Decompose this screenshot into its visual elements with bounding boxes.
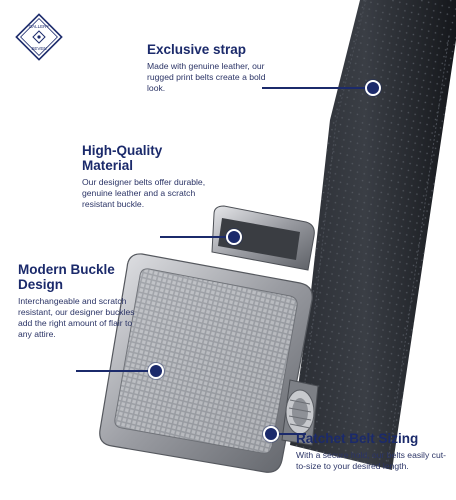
connector-line-material — [160, 236, 232, 238]
callout-dot-strap — [365, 80, 381, 96]
feature-description: Interchangeable and scratch resistant, o… — [18, 296, 135, 339]
brand-logo: GALLERY SEVEN — [15, 13, 63, 61]
ratchet-mechanism — [281, 379, 319, 446]
feature-title: Exclusive strap — [147, 42, 247, 57]
feature-description: Our designer belts offer durable, genuin… — [82, 177, 206, 209]
logo-text-bottom: SEVEN — [31, 46, 46, 51]
callout-dot-material — [226, 229, 242, 245]
connector-line-buckle — [76, 370, 156, 372]
feature-modern-buckle-design: Modern Buckle Design Interchangeable and… — [18, 262, 138, 340]
feature-title: Modern Buckle Design — [18, 262, 115, 292]
callout-dot-ratchet — [263, 426, 279, 442]
feature-ratchet-belt-sizing: Ratchet Belt Sizing With a secure hold, … — [296, 431, 446, 472]
feature-description: Made with genuine leather, our rugged pr… — [147, 61, 266, 93]
callout-dot-buckle — [148, 363, 164, 379]
feature-exclusive-strap: Exclusive strap Made with genuine leathe… — [147, 42, 272, 94]
logo-text-top: GALLERY — [29, 24, 50, 29]
feature-title: High-Quality Material — [82, 143, 163, 173]
feature-description: With a secure hold, our belts easily cut… — [296, 450, 446, 471]
feature-title: Ratchet Belt Sizing — [296, 431, 419, 446]
connector-line-strap — [262, 87, 372, 89]
connector-line-ratchet — [270, 433, 306, 435]
feature-high-quality-material: High-Quality Material Our designer belts… — [82, 143, 207, 210]
